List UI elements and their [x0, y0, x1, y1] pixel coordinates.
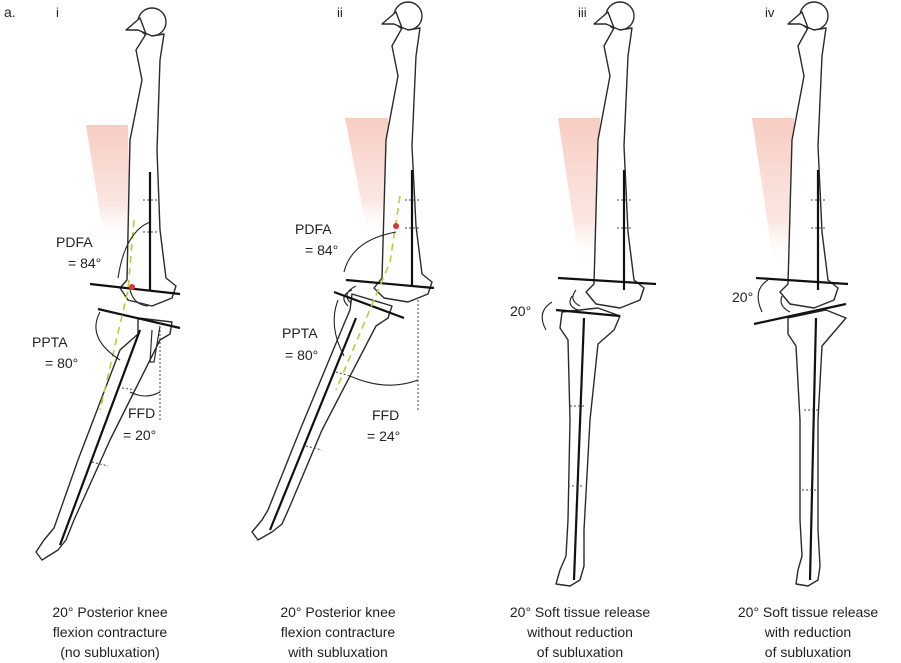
- ppta-arc: [95, 311, 121, 361]
- reference-line: [335, 195, 401, 391]
- svg-text:with subluxation: with subluxation: [287, 644, 388, 660]
- subluxated-tibial-edge: [569, 289, 581, 311]
- caption: 20° Soft tissue release with reduction o…: [738, 604, 878, 660]
- ffd-arc: [349, 375, 419, 386]
- distal-femoral-joint-line: [755, 276, 849, 286]
- ppta-value: = 80°: [285, 347, 318, 363]
- caption: 20° Soft tissue release without reductio…: [510, 604, 650, 660]
- muscle-shading: [345, 118, 392, 236]
- femur: [373, 1, 433, 303]
- ppta-label: PPTA: [282, 325, 318, 341]
- pdfa-value: = 84°: [305, 242, 338, 258]
- svg-text:of subluxation: of subluxation: [765, 644, 851, 660]
- tilt-value: 20°: [510, 303, 531, 319]
- ffd-value: = 24°: [367, 428, 400, 444]
- panel-numeral: iv: [765, 5, 775, 20]
- tibia: [787, 309, 847, 587]
- svg-text:without reduction: without reduction: [526, 624, 633, 640]
- caption: 20° Posterior knee flexion contracture (…: [52, 604, 168, 660]
- pdfa-label: PDFA: [56, 234, 93, 250]
- panel-iv: iv 20° 20° Soft tissue release with redu…: [732, 1, 878, 660]
- panel-numeral: ii: [337, 5, 343, 20]
- svg-text:with reduction: with reduction: [764, 624, 851, 640]
- tibia: [555, 307, 621, 587]
- proximal-tibial-joint-line: [555, 308, 621, 318]
- tilt-arc: [757, 279, 769, 313]
- muscle-shading: [558, 118, 602, 266]
- tilt-value: 20°: [732, 289, 753, 305]
- center-marker: [393, 223, 399, 229]
- pdfa-arc: [343, 231, 397, 273]
- tibial-axis: [572, 317, 586, 581]
- ffd-label: FFD: [372, 407, 399, 423]
- femur: [779, 1, 839, 309]
- ffd-arc: [129, 391, 161, 397]
- ffd-label: FFD: [128, 405, 155, 421]
- panel-ii: ii PDFA = 84° PPTA = 80° FFD = 24° 20° P…: [251, 1, 435, 660]
- svg-text:20° Soft tissue release: 20° Soft tissue release: [510, 604, 650, 620]
- svg-text:flexion contracture: flexion contracture: [53, 624, 168, 640]
- caption: 20° Posterior knee flexion contracture w…: [280, 604, 396, 660]
- ffd-value: = 20°: [123, 427, 156, 443]
- panel-iii: iii 20° 20° Soft tissue release without …: [510, 1, 657, 660]
- svg-text:flexion contracture: flexion contracture: [281, 624, 396, 640]
- figure-label: a.: [4, 4, 16, 20]
- pdfa-value: = 84°: [68, 255, 101, 271]
- svg-text:20° Posterior knee: 20° Posterior knee: [52, 604, 168, 620]
- ppta-value: = 80°: [45, 355, 78, 371]
- pdfa-arc: [117, 221, 151, 279]
- svg-text:(no subluxation): (no subluxation): [60, 644, 160, 660]
- muscle-shading: [752, 118, 796, 266]
- ppta-arc: [333, 299, 345, 357]
- tibial-axis: [58, 329, 142, 546]
- svg-text:of subluxation: of subluxation: [537, 644, 623, 660]
- femur: [585, 1, 645, 309]
- center-marker: [129, 284, 135, 290]
- panel-numeral: iii: [578, 5, 587, 20]
- proximal-tibial-joint-line: [333, 290, 405, 320]
- tilt-arc: [541, 301, 553, 331]
- muscle-shading: [86, 125, 130, 240]
- tibia: [35, 317, 173, 561]
- ppta-label: PPTA: [32, 334, 68, 350]
- distal-femoral-joint-line: [557, 276, 657, 286]
- proximal-tibial-joint-line: [753, 302, 847, 326]
- distal-femoral-joint-line: [345, 278, 435, 290]
- distal-femoral-joint-line: [89, 282, 181, 296]
- tibia: [251, 293, 393, 541]
- svg-text:20° Posterior knee: 20° Posterior knee: [280, 604, 396, 620]
- panel-numeral: i: [56, 5, 59, 20]
- svg-text:20° Soft tissue release: 20° Soft tissue release: [738, 604, 878, 620]
- proximal-tibial-joint-line: [97, 307, 181, 330]
- panel-i: i PDFA = 84° PPTA = 80° FFD = 20° 20° Po…: [32, 5, 181, 660]
- reduced-tibial-edge: [780, 295, 791, 313]
- tibial-axis: [808, 317, 818, 581]
- pdfa-label: PDFA: [295, 221, 332, 237]
- tibial-axis: [268, 317, 358, 531]
